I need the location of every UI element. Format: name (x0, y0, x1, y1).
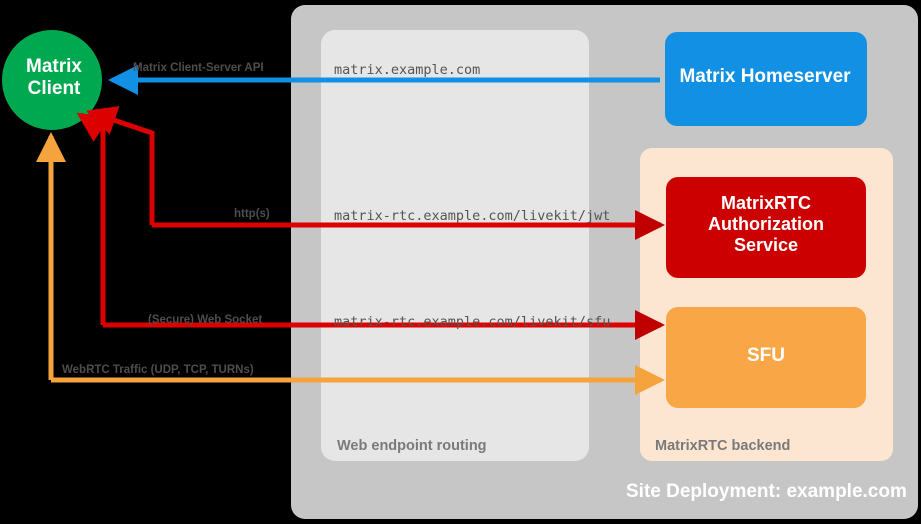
node-sfu[interactable] (666, 307, 866, 408)
edge-websocket-return-to-client (76, 112, 110, 325)
edge-jwt-return-to-client (86, 106, 155, 225)
node-matrixrtc-authorization-service[interactable] (666, 177, 866, 278)
node-matrix-homeserver[interactable] (665, 32, 867, 126)
container-web-endpoint-routing (321, 30, 589, 461)
node-matrix-client[interactable] (2, 30, 102, 130)
